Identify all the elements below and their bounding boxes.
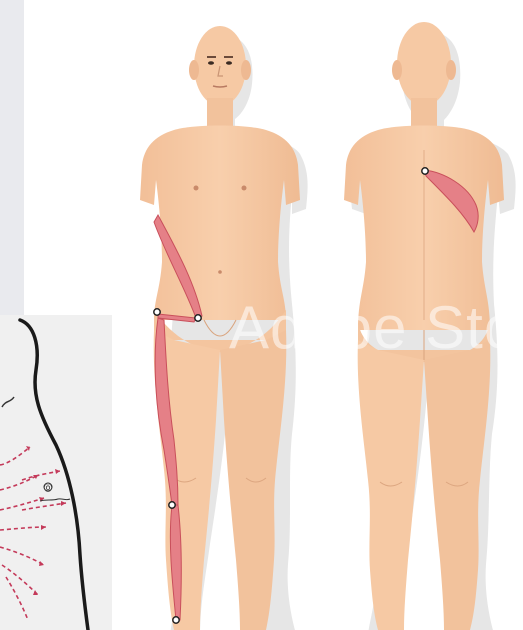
back-right-ear: [446, 60, 456, 80]
left-gray-panel: [0, 0, 24, 315]
front-torso: [140, 126, 300, 321]
trigger-point-hip: [154, 309, 160, 315]
back-left-ear: [392, 60, 402, 80]
adobe-stock-watermark: Adobe Stoc: [229, 293, 523, 362]
trigger-point-groin: [195, 315, 201, 321]
trigger-point-ankle: [173, 617, 179, 623]
front-left-nipple: [194, 186, 199, 191]
front-neck: [207, 98, 233, 128]
front-right-ear: [241, 60, 251, 80]
back-head: [397, 22, 451, 106]
inset-marker-symbol: Ⓞ: [44, 484, 52, 493]
front-right-nipple: [242, 186, 247, 191]
inset-sketch-svg: Ⓞ: [0, 315, 112, 630]
back-neck: [411, 98, 437, 128]
front-navel: [218, 270, 222, 274]
front-right-eyebrow: [224, 56, 233, 58]
front-left-eyebrow: [207, 56, 216, 58]
inset-sketch-photo: Ⓞ: [0, 315, 112, 630]
trigger-point-knee: [169, 502, 175, 508]
trigger-point-back: [422, 168, 428, 174]
back-left-leg: [358, 340, 424, 630]
front-left-eye: [208, 61, 214, 65]
front-right-eye: [226, 61, 232, 65]
front-left-ear: [189, 60, 199, 80]
